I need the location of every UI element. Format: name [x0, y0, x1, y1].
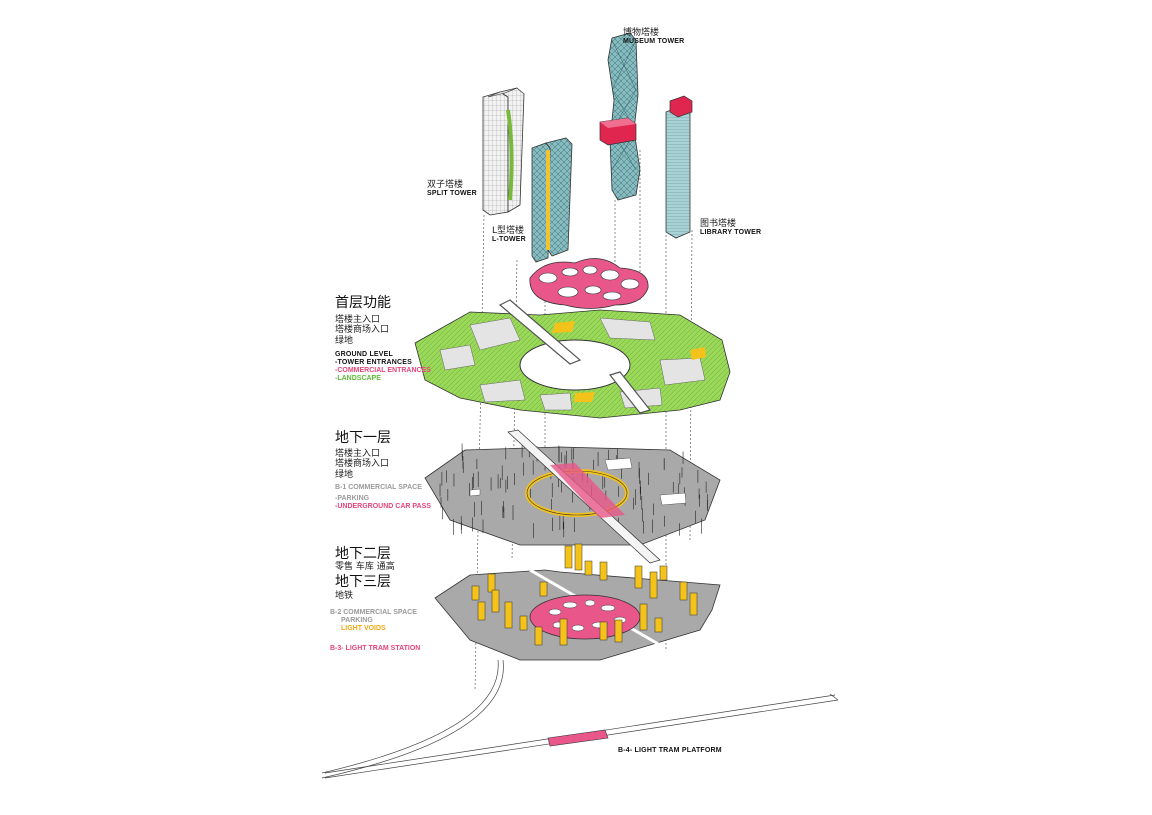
b23-en-text: B-2 COMMERCIAL SPACE PARKING LIGHT VOIDS… [330, 609, 420, 653]
l-tower-label: L型塔楼 L-TOWER [492, 226, 526, 244]
b1-cn-item: 塔楼主入口 [335, 449, 431, 459]
l-tower-en: L-TOWER [492, 236, 526, 244]
b2-sub: 零售 车库 通高 [335, 562, 395, 572]
b1-title: 地下一层 [335, 430, 431, 446]
museum-tower-label: 博物塔楼 MUSEUM TOWER [623, 28, 684, 46]
b4-tram-tracks [322, 660, 838, 778]
b1-cn-item: 绿地 [335, 470, 431, 480]
b2-en-item: B-2 COMMERCIAL SPACE [330, 609, 420, 617]
museum-tower-en: MUSEUM TOWER [623, 38, 684, 46]
b3-en-item: B-3- LIGHT TRAM STATION [330, 645, 420, 653]
library-tower [666, 96, 692, 238]
b4-tram-platform [548, 730, 608, 746]
b1-cn-item: 塔楼商场入口 [335, 459, 431, 469]
b1-en-item: B-1 COMMERCIAL SPACE [335, 484, 431, 492]
b2-en-item: PARKING [341, 617, 420, 625]
b3-sub: 地铁 [335, 591, 395, 601]
b4-en: B-4- LIGHT TRAM PLATFORM [618, 747, 722, 755]
ground-en-item: -LANDSCAPE [335, 375, 431, 383]
ground-en-item: -COMMERCIAL ENTRANCES [335, 367, 431, 375]
museum-tower [600, 33, 640, 200]
ground-level-text: 首层功能 塔楼主入口 塔楼商场入口 绿地 GROUND LEVEL -TOWER… [335, 295, 431, 383]
l-tower-cn: L型塔楼 [492, 226, 526, 236]
ground-level-plate [415, 300, 730, 418]
ground-cn-item: 塔楼主入口 [335, 315, 431, 325]
b1-level-plate [425, 430, 720, 563]
b4-label: B-4- LIGHT TRAM PLATFORM [618, 747, 722, 755]
ground-en-item: -TOWER ENTRANCES [335, 359, 431, 367]
ground-en-title: GROUND LEVEL [335, 351, 431, 359]
b2-level-text: 地下二层 零售 车库 通高 地下三层 地铁 [335, 546, 395, 601]
b1-level-text: 地下一层 塔楼主入口 塔楼商场入口 绿地 B-1 COMMERCIAL SPAC… [335, 430, 431, 511]
split-tower-label: 双子塔楼 SPLIT TOWER [427, 180, 477, 198]
split-tower-cn: 双子塔楼 [427, 180, 477, 190]
b2-title: 地下二层 [335, 546, 395, 562]
library-tower-cn: 图书塔楼 [700, 219, 761, 229]
library-tower-label: 图书塔楼 LIBRARY TOWER [700, 219, 761, 237]
ground-title: 首层功能 [335, 295, 431, 311]
b2-b3-level-plate [435, 544, 720, 660]
museum-tower-cn: 博物塔楼 [623, 28, 684, 38]
ground-cn-item: 绿地 [335, 336, 431, 346]
split-tower [483, 88, 524, 215]
split-tower-en: SPLIT TOWER [427, 190, 477, 198]
ground-cn-item: 塔楼商场入口 [335, 325, 431, 335]
l-tower [532, 138, 572, 262]
b1-en-item: -PARKING [335, 495, 431, 503]
b1-en-item: -UNDERGROUND CAR PASS [335, 503, 431, 511]
b2-en-item: LIGHT VOIDS [341, 625, 420, 633]
b3-title: 地下三层 [335, 574, 395, 590]
tower-podium-plate [530, 259, 648, 309]
library-tower-en: LIBRARY TOWER [700, 229, 761, 237]
